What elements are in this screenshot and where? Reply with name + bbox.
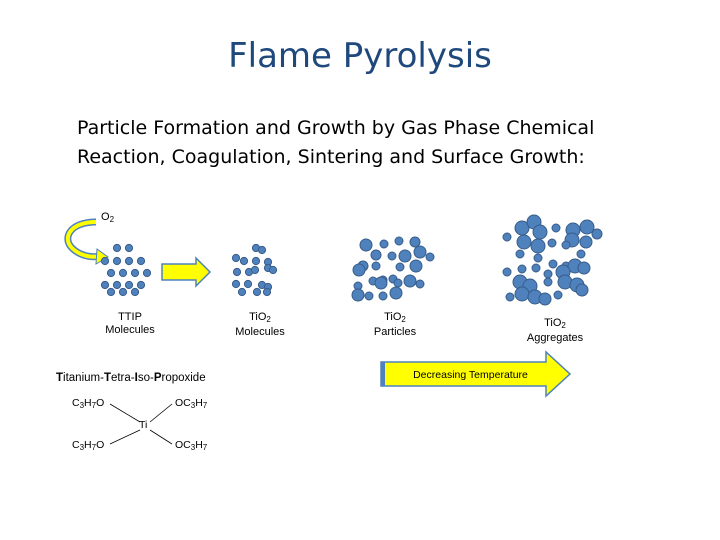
o2-label: O2 xyxy=(101,211,115,224)
temperature-arrow-label: Decreasing Temperature xyxy=(413,369,528,381)
tio2-aggregate-particle xyxy=(505,292,515,302)
tio2-aggregate-particle xyxy=(551,223,561,233)
ligand-top-left: C3H7O xyxy=(72,397,105,410)
tio2-particle xyxy=(379,239,389,249)
tio2-particle xyxy=(409,259,423,273)
tio2-particle xyxy=(403,274,417,288)
temperature-arrow-edge xyxy=(381,362,385,386)
tio2-aggregate-particle xyxy=(533,253,543,263)
tio2-aggregate-particle xyxy=(502,232,512,242)
tio2-aggregate-particle xyxy=(547,238,557,248)
tio2-aggregate-particle xyxy=(575,283,589,297)
reaction-arrow xyxy=(161,256,212,288)
ligand-top-right: OC3H7 xyxy=(175,397,208,410)
tio2-molecule-dot xyxy=(262,287,272,297)
subtitle-line-1: Particle Formation and Growth by Gas Pha… xyxy=(77,117,595,139)
tio2-molecule-dot xyxy=(239,256,249,266)
tio2-particle xyxy=(374,276,388,290)
tio2-particle xyxy=(415,279,425,289)
tio2-molecule-dot xyxy=(252,287,262,297)
ttip-molecule-dot xyxy=(112,256,122,266)
slide-subtitle: Particle Formation and Growth by Gas Pha… xyxy=(77,114,677,172)
tio2-aggregate-particle xyxy=(553,290,563,300)
ttip-full-name: Titanium-Tetra-Iso-Propoxide xyxy=(56,372,206,384)
ligand-bottom-right: OC3H7 xyxy=(175,439,208,452)
tio2-particle xyxy=(425,252,435,262)
ttip-molecule-dot xyxy=(100,256,110,266)
tio2-aggregate-particle xyxy=(515,249,525,259)
bond-bl xyxy=(109,429,141,445)
subtitle-line-2: Reaction, Coagulation, Sintering and Sur… xyxy=(77,146,585,168)
tio2-particles-label: TiO2 Particles xyxy=(373,311,417,338)
ttip-molecule-dot xyxy=(112,243,122,253)
tio2-particle xyxy=(364,291,374,301)
tio2-aggregate-particle xyxy=(576,249,586,259)
bond-tr xyxy=(149,403,173,423)
tio2-aggregate-particle xyxy=(516,234,532,250)
tio2-particle xyxy=(394,236,404,246)
tio2-particle xyxy=(371,261,381,271)
tio2-aggregate-particle xyxy=(561,240,571,250)
tio2-aggregate-particle xyxy=(531,263,541,273)
ttip-molecule-dot xyxy=(124,256,134,266)
tio2-molecules-label: TiO2 Molecules xyxy=(235,311,285,338)
tio2-particle xyxy=(413,245,427,259)
tio2-aggregate-particle xyxy=(543,269,553,279)
ttip-molecule-dot xyxy=(142,268,152,278)
tio2-molecule-dot xyxy=(257,245,267,255)
tio2-particle xyxy=(395,262,405,272)
tio2-particle xyxy=(389,286,403,300)
tio2-molecule-dot xyxy=(237,287,247,297)
tio2-particle xyxy=(393,278,403,288)
tio2-particle xyxy=(398,249,412,263)
titanium-center: Ti xyxy=(139,419,148,431)
tio2-aggregate-particle xyxy=(543,277,553,287)
ttip-molecule-dot xyxy=(112,280,122,290)
tio2-particle xyxy=(409,236,421,248)
ttip-molecule-dot xyxy=(136,256,146,266)
ttip-molecule-dot xyxy=(118,287,128,297)
ttip-molecule-dot xyxy=(124,243,134,253)
tio2-aggregate-particle xyxy=(530,238,546,254)
slide-title: Flame Pyrolysis xyxy=(228,36,492,76)
tio2-particle xyxy=(387,251,397,261)
tio2-particle xyxy=(370,249,382,261)
tio2-particle xyxy=(378,291,388,301)
bond-tl xyxy=(109,403,141,423)
tio2-aggregate-particle xyxy=(517,264,527,274)
tio2-aggregate-particle xyxy=(577,261,591,275)
ttip-molecule-dot xyxy=(130,287,140,297)
tio2-aggregate-particle xyxy=(591,228,603,240)
tio2-aggregate-particle xyxy=(514,286,530,302)
tio2-molecule-dot xyxy=(231,279,241,289)
temperature-arrow xyxy=(380,350,572,398)
ttip-molecule-dot xyxy=(100,280,110,290)
tio2-molecule-dot xyxy=(231,253,241,263)
bond-br xyxy=(149,429,173,445)
tio2-aggregate-particle xyxy=(502,267,512,277)
ttip-molecule-dot xyxy=(136,280,146,290)
tio2-aggregate-particle xyxy=(579,219,595,235)
tio2-particle xyxy=(352,263,366,277)
tio2-molecule-dot xyxy=(251,256,261,266)
ttip-molecule-dot xyxy=(106,287,116,297)
tio2-molecule-dot xyxy=(250,265,260,275)
ttip-molecule-dot xyxy=(106,268,116,278)
ligand-bottom-left: C3H7O xyxy=(72,439,105,452)
tio2-aggregate-particle xyxy=(538,292,552,306)
tio2-molecule-dot xyxy=(268,265,278,275)
tio2-molecule-dot xyxy=(243,279,253,289)
tio2-aggregate-particle xyxy=(532,224,548,240)
tio2-particle xyxy=(351,288,365,302)
ttip-molecule-dot xyxy=(118,268,128,278)
tio2-molecule-dot xyxy=(232,267,242,277)
tio2-aggregate-particle xyxy=(548,259,558,269)
tio2-aggregate-particle xyxy=(579,235,593,249)
ttip-molecule-dot xyxy=(124,280,134,290)
ttip-molecule-dot xyxy=(130,268,140,278)
tio2-aggregates-label: TiO2 Aggregates xyxy=(526,317,584,344)
tio2-particle xyxy=(359,238,373,252)
